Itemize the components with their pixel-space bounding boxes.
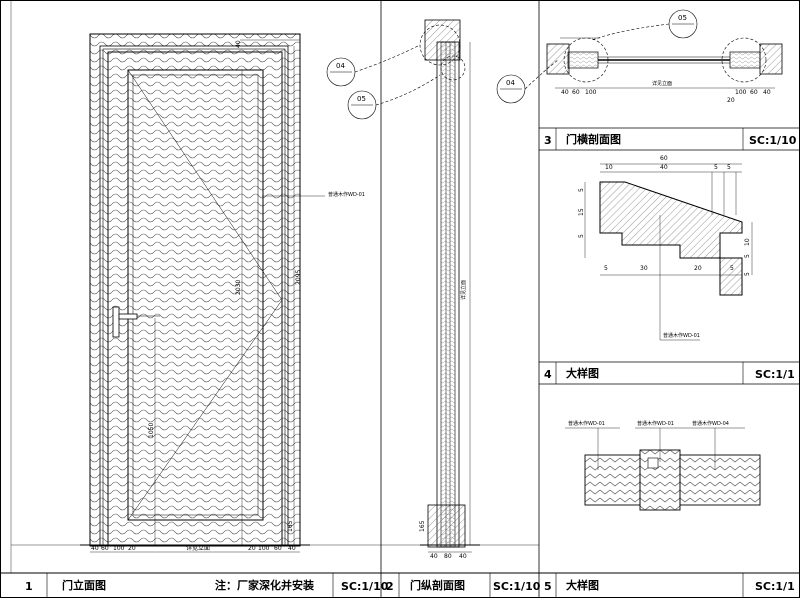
detail4-dim-left-2: 15 xyxy=(578,208,585,216)
elev-dim-1: 40 xyxy=(91,545,99,552)
detail5-label-1: 普通木作WD-01 xyxy=(568,421,605,427)
title-block-1-number: 1 xyxy=(25,580,33,593)
horizontal-section xyxy=(546,37,783,89)
hsection-dim-right-2: 60 xyxy=(750,89,758,96)
title-block-2-title: 门纵剖面图 xyxy=(410,579,465,592)
callout-04-right: 04 xyxy=(506,79,515,87)
callout-leaders xyxy=(326,9,698,120)
hsection-dim-left-2: 60 xyxy=(572,89,580,96)
elev-dim-4: 20 xyxy=(128,545,136,552)
title-block-2-scale: SC:1/10 xyxy=(493,580,541,593)
door-elevation xyxy=(80,33,325,553)
detail4-dim-top-3: 40 xyxy=(660,164,668,171)
detail4-dim-bottom-4: 5 xyxy=(730,265,734,272)
detail4-dim-left-1: 5 xyxy=(578,188,585,192)
callout-04-top: 04 xyxy=(336,62,345,70)
vertical-section xyxy=(419,19,480,553)
detail4-dim-right-1: 10 xyxy=(744,238,751,246)
detail4-dim-top-2: 10 xyxy=(605,164,613,171)
elev-dim-bottom-gap: 165 xyxy=(287,520,294,532)
detail5-label-3: 普通木作WD-04 xyxy=(692,421,729,427)
detail4-dim-bottom-1: 5 xyxy=(604,265,608,272)
vsection-dim-3: 40 xyxy=(459,553,467,560)
elev-dim-2: 60 xyxy=(101,545,109,552)
detail5-label-2: 普通木作WD-01 xyxy=(637,421,674,427)
title-block-2-number: 2 xyxy=(386,580,394,593)
elev-dim-height-leaf: 2030 xyxy=(235,279,242,295)
elevation-material-label: 普通木作WD-01 xyxy=(328,192,365,198)
title-block-3-title: 门横剖面图 xyxy=(566,133,621,146)
elev-dim-top: 40 xyxy=(235,40,242,48)
title-block-3-scale: SC:1/10 xyxy=(749,134,797,147)
elev-dim-6: 20 xyxy=(248,545,256,552)
elev-dim-3: 100 xyxy=(113,545,125,552)
detail4-dim-left-3: 5 xyxy=(578,234,585,238)
elev-dim-handle-height: 1050 xyxy=(148,422,155,438)
vsection-dim-side: 165 xyxy=(419,520,426,532)
title-block-1-note: 注：厂家深化并安装 xyxy=(215,579,314,592)
detail4-dim-top-5: 5 xyxy=(727,164,731,171)
detail4-dim-right-3: 5 xyxy=(744,272,751,276)
title-block-1-title: 门立面图 xyxy=(62,579,106,592)
title-block-4-title: 大样图 xyxy=(566,367,599,380)
elev-dim-7: 100 xyxy=(258,545,270,552)
elev-dim-height-total: 2095 xyxy=(295,269,302,285)
callout-05-top: 05 xyxy=(678,14,687,22)
detail4-material-label: 普通木作WD-01 xyxy=(663,333,700,339)
elev-dim-8: 60 xyxy=(274,545,282,552)
hsection-dim-center: 详见立面 xyxy=(652,81,673,87)
vsection-dim-1: 40 xyxy=(430,553,438,560)
detail4-dim-bottom-3: 20 xyxy=(694,265,702,272)
detail4-dim-bottom-2: 30 xyxy=(640,265,648,272)
title-block-5-title: 大样图 xyxy=(566,579,599,592)
hsection-dim-small: 20 xyxy=(727,97,735,104)
elev-dim-9: 40 xyxy=(288,545,296,552)
elev-dim-5: 详见立面 xyxy=(186,545,211,552)
hsection-dim-left-1: 40 xyxy=(561,89,569,96)
hsection-dim-left-3: 100 xyxy=(585,89,597,96)
joint-detail xyxy=(565,427,761,511)
title-block-5-number: 5 xyxy=(544,580,552,593)
title-block-4-scale: SC:1/1 xyxy=(755,368,795,381)
title-block-4-number: 4 xyxy=(544,368,552,381)
detail4-dim-right-2: 5 xyxy=(744,254,751,258)
vsection-dim-2: 80 xyxy=(444,553,452,560)
hsection-dim-right-3: 40 xyxy=(763,89,771,96)
title-block-5-scale: SC:1/1 xyxy=(755,580,795,593)
callout-05-left: 05 xyxy=(357,95,366,103)
title-block-1-scale: SC:1/10 xyxy=(341,580,389,593)
detail4-dim-top-4: 5 xyxy=(714,164,718,171)
vsection-label: 详见立面 xyxy=(461,279,467,300)
detail-profile xyxy=(584,163,753,341)
hsection-dim-right-1: 100 xyxy=(735,89,747,96)
title-block-3-number: 3 xyxy=(544,134,552,147)
detail4-dim-top-1: 60 xyxy=(660,155,668,162)
